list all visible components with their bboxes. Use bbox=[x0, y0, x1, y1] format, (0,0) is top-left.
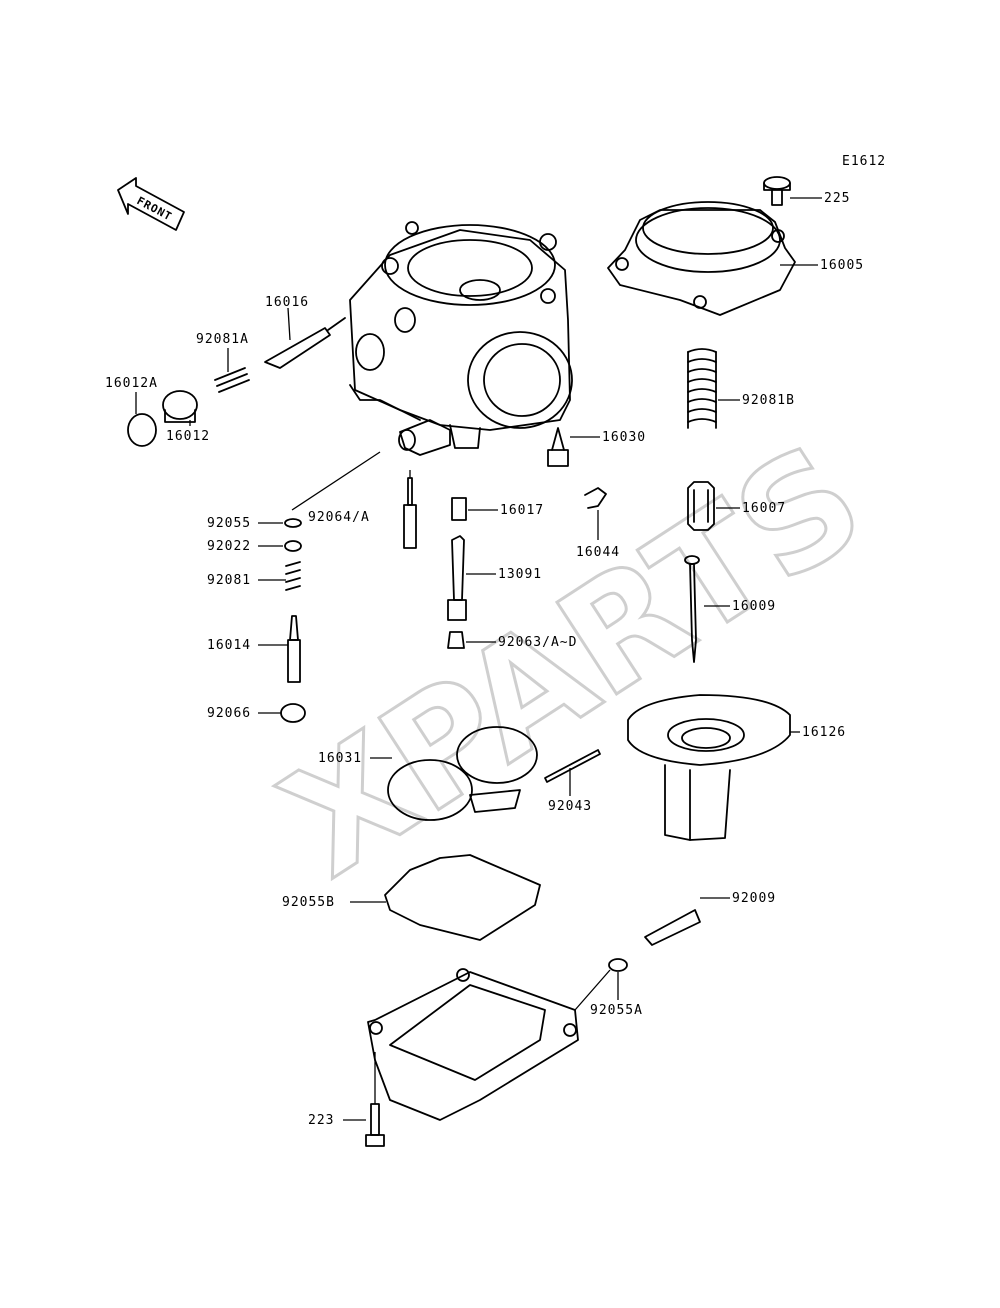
main-jet-13091-icon bbox=[447, 535, 467, 621]
carburetor-body-icon bbox=[349, 221, 573, 456]
part-label-16044: 16044 bbox=[576, 545, 620, 560]
part-label-92055a: 92055A bbox=[590, 1003, 643, 1018]
part-label-92043: 92043 bbox=[548, 799, 592, 814]
needle-jet-16017-icon bbox=[451, 497, 467, 521]
pilot-screw-16014-icon bbox=[287, 615, 301, 683]
watermark: XPARTS bbox=[255, 412, 892, 910]
part-label-16017: 16017 bbox=[500, 503, 544, 518]
part-label-16009: 16009 bbox=[732, 599, 776, 614]
diagram-code: E1612 bbox=[842, 154, 886, 169]
part-label-92055: 92055 bbox=[207, 516, 251, 531]
spring-92081b-icon bbox=[687, 348, 717, 429]
clip-16044-icon bbox=[584, 487, 607, 509]
part-label-16007: 16007 bbox=[742, 501, 786, 516]
float-bowl-icon bbox=[367, 968, 579, 1121]
float-16031-icon bbox=[387, 726, 538, 821]
screw-225-icon bbox=[763, 176, 791, 206]
part-label-16012: 16012 bbox=[166, 429, 210, 444]
part-label-92081a: 92081A bbox=[196, 332, 249, 347]
main-jet-92063-icon bbox=[447, 631, 465, 649]
part-label-92081b: 92081B bbox=[742, 393, 795, 408]
part-label-16016: 16016 bbox=[265, 295, 309, 310]
part-labels: 225 16005 16016 92081A 16012A 16012 92081B 1603… bbox=[105, 191, 864, 1128]
cap-16012a-icon bbox=[127, 413, 157, 447]
float-valve-16030-icon bbox=[547, 427, 569, 467]
cap-92066-icon bbox=[280, 703, 306, 723]
part-label-225: 225 bbox=[824, 191, 850, 206]
o-ring-92055a-icon bbox=[608, 958, 628, 972]
float-pin-92043-icon bbox=[544, 749, 601, 783]
part-label-92081: 92081 bbox=[207, 573, 251, 588]
o-ring-92055-icon bbox=[284, 518, 302, 528]
part-label-16030: 16030 bbox=[602, 430, 646, 445]
gasket-92055b-icon bbox=[384, 854, 541, 941]
jet-needle-16009-icon bbox=[684, 555, 700, 663]
part-label-223: 223 bbox=[308, 1113, 334, 1128]
part-label-16012a: 16012A bbox=[105, 376, 158, 391]
part-label-13091: 13091 bbox=[498, 567, 542, 582]
plunger-cap-16012-icon bbox=[162, 390, 198, 423]
part-label-16014: 16014 bbox=[207, 638, 251, 653]
spring-92081a-icon bbox=[214, 367, 250, 393]
leader-lines bbox=[135, 197, 822, 1121]
pilot-jet-92064-icon bbox=[403, 477, 417, 549]
part-label-16005: 16005 bbox=[820, 258, 864, 273]
spring-92081-icon bbox=[285, 561, 301, 591]
front-arrow-icon: FRONT bbox=[117, 177, 185, 231]
part-label-92063ad: 92063/A~D bbox=[498, 635, 577, 650]
top-cover-icon bbox=[607, 201, 796, 316]
needle-holder-16007-icon bbox=[687, 481, 715, 531]
part-label-92064a: 92064/A bbox=[308, 510, 370, 525]
screw-223-icon bbox=[365, 1103, 385, 1147]
part-label-92066: 92066 bbox=[207, 706, 251, 721]
part-label-92022: 92022 bbox=[207, 539, 251, 554]
drain-screw-92009-icon bbox=[644, 909, 701, 946]
part-label-16126: 16126 bbox=[802, 725, 846, 740]
part-label-92055b: 92055B bbox=[282, 895, 335, 910]
part-label-16031: 16031 bbox=[318, 751, 362, 766]
washer-92022-icon bbox=[284, 540, 302, 552]
vacuum-piston-16126-icon bbox=[627, 694, 791, 841]
starter-plunger-16016-icon bbox=[264, 317, 346, 369]
part-label-92009: 92009 bbox=[732, 891, 776, 906]
